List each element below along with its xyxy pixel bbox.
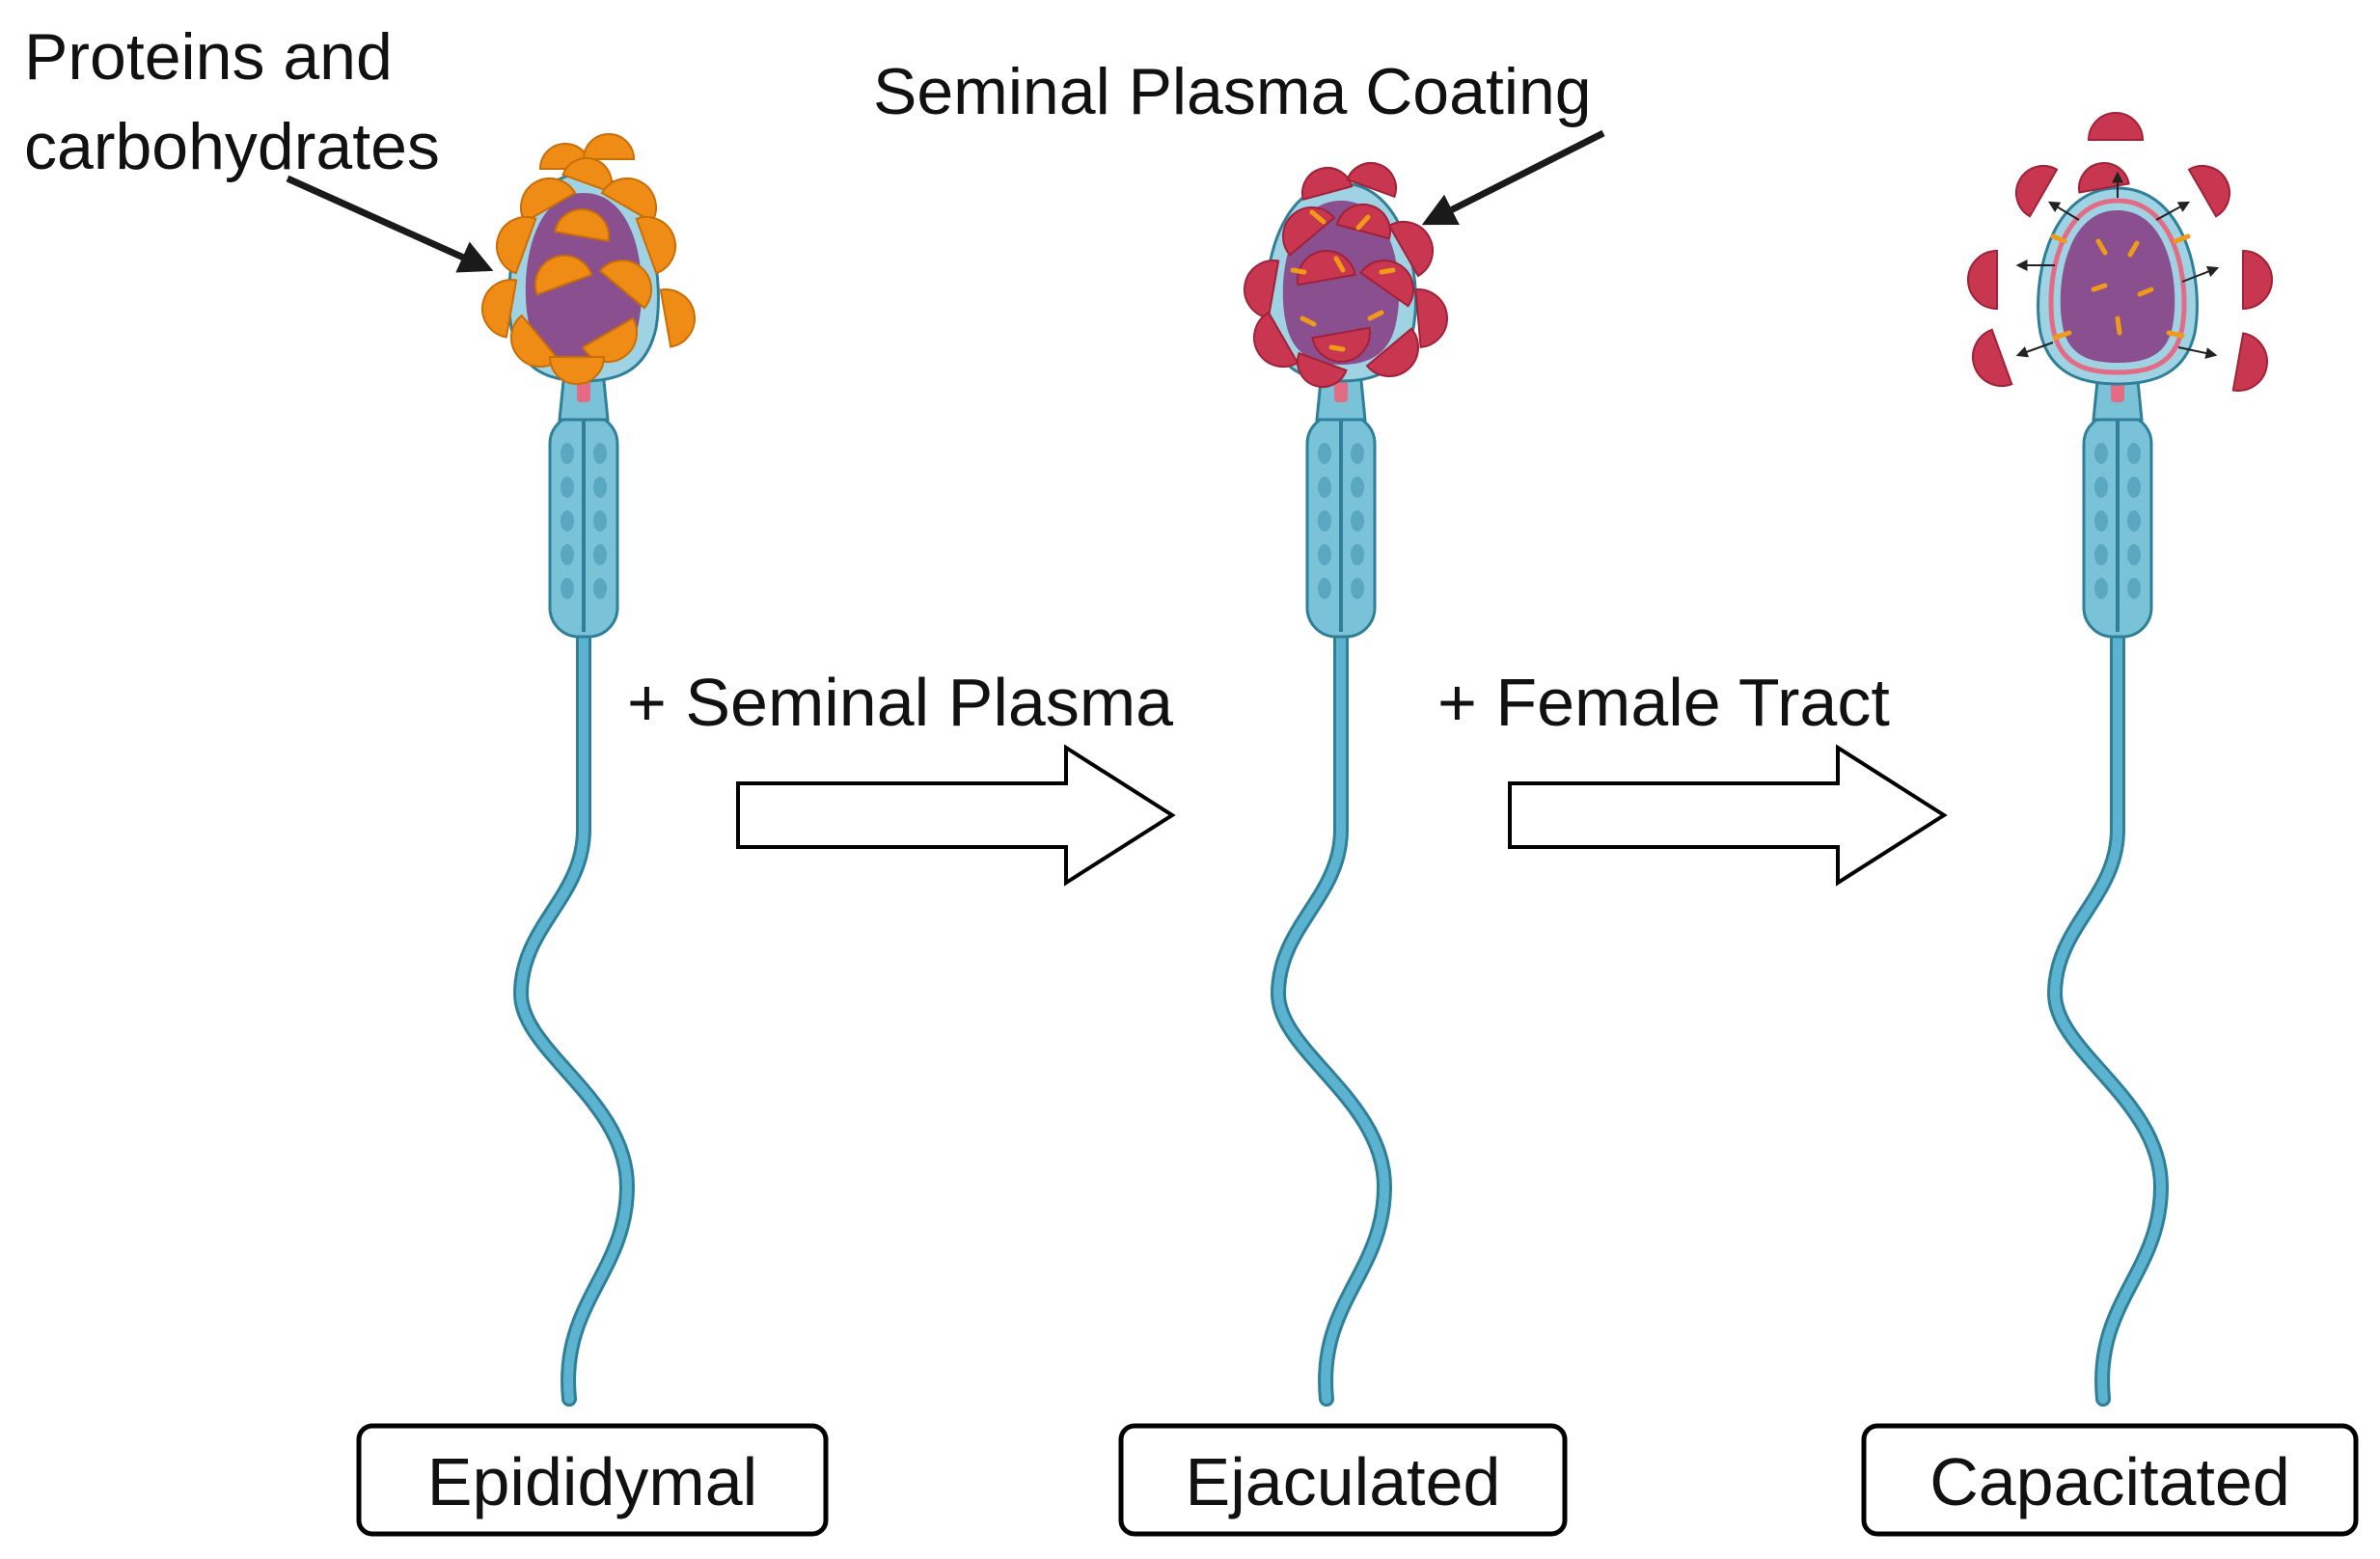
sperm-epididymal [481,133,696,1407]
sperm-capacitated [1967,112,2273,1407]
sperm-nucleus [2060,210,2175,363]
stage-label-epididymal: Epididymal [356,1423,829,1537]
callout-arrow [286,175,494,273]
sperm-nucleus [525,193,643,365]
callout-arrow [1421,129,1605,226]
label-seminal-plasma-coating: Seminal Plasma Coating [873,55,1592,128]
stage-label-text: Ejaculated [1186,1444,1501,1519]
label-proteins-line1: Proteins and [24,20,393,94]
seminal-plasma-coat [1244,162,1448,388]
acrosome-membrane [2048,198,2187,375]
stage-label-text: Capacitated [1929,1444,2290,1519]
stage-label-text: Epididymal [427,1444,757,1519]
callout-proteins: Proteins and carbohydrates [24,20,494,273]
label-proteins-line2: carbohydrates [24,110,440,183]
callout-coating: Seminal Plasma Coating [873,55,1605,226]
sperm-tail [1270,619,1393,1407]
sperm-tail [512,619,636,1407]
block-arrow-right [736,744,1176,887]
label-step-seminal-plasma: + Seminal Plasma [627,665,1173,740]
step-seminal-plasma: + Seminal Plasma [627,665,1176,887]
stage-label-capacitated: Capacitated [1861,1423,2359,1537]
block-arrow-right [1508,744,1948,887]
sperm-tail [2046,619,2170,1407]
protein-carbohydrate-coat [481,133,696,385]
stage-label-ejaculated: Ejaculated [1118,1423,1568,1537]
released-coat-proteins [1967,112,2273,392]
sperm-ejaculated [1244,162,1448,1407]
label-step-female-tract: + Female Tract [1437,665,1890,740]
step-female-tract: + Female Tract [1437,665,1948,887]
